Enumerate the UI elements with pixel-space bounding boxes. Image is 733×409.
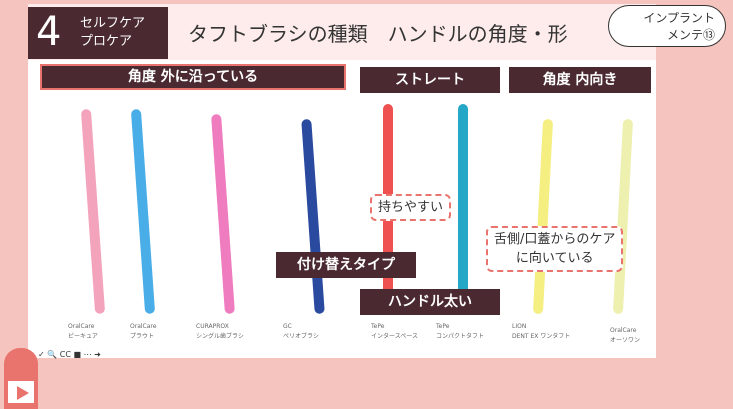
toothbrush-image: [80, 108, 106, 315]
page-title: タフトブラシの種類 ハンドルの角度・形: [188, 22, 568, 46]
toothbrush-image: [301, 118, 325, 315]
player-toolbar[interactable]: ✓ 🔍 CC ■ ⋯ ➜: [38, 350, 101, 359]
toothbrush-image: [211, 113, 235, 315]
section-box: 4 セルフケアプロケア: [28, 7, 168, 59]
tag-lingual-care: 舌側/口蓋からのケアに向いている: [486, 226, 624, 272]
play-button[interactable]: [6, 379, 36, 405]
tag-easy-grip: 持ちやすい: [370, 194, 452, 221]
toothbrush-image: [458, 104, 468, 314]
slide-header: 4 セルフケアプロケア タフトブラシの種類 ハンドルの角度・形: [28, 4, 656, 60]
series-badge: インプラントメンテ⑬: [608, 5, 726, 47]
tag-thick-handle: ハンドル太い: [360, 289, 500, 315]
section-number: 4: [36, 9, 62, 55]
category-straight: ストレート: [360, 67, 500, 93]
slide: 4 セルフケアプロケア タフトブラシの種類 ハンドルの角度・形 角度 外に沿って…: [28, 4, 656, 358]
tag-replaceable: 付け替えタイプ: [276, 252, 416, 278]
category-inward: 角度 内向き: [509, 67, 651, 93]
toothbrush-image: [612, 118, 634, 315]
toothbrush-image: [130, 108, 156, 315]
category-outward: 角度 外に沿っている: [40, 64, 346, 90]
toothbrush-image: [532, 118, 554, 315]
section-sub1: セルフケア: [80, 16, 146, 31]
section-sub2: プロケア: [80, 34, 133, 49]
